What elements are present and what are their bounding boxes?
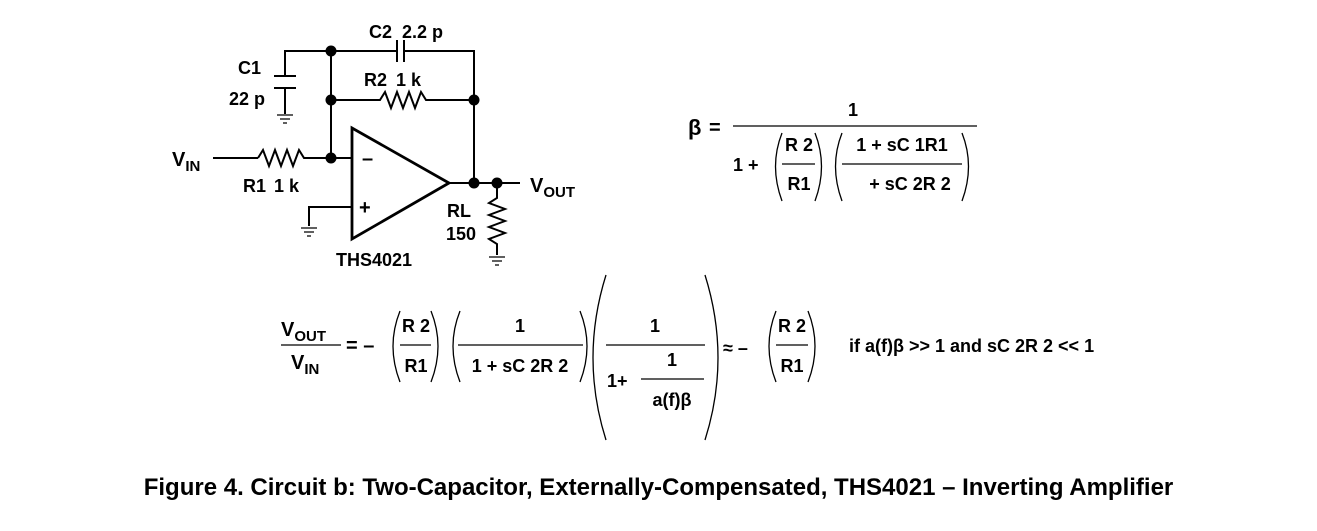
beta-r2: R 2 [785,135,813,155]
gain-equation: VOUT VIN = – R 2 R1 1 1 + sC 2R 2 1 1+ 1… [281,274,1094,441]
paren-right [814,132,823,202]
junction-dot [325,94,337,106]
gain-f3-inner-num: 1 [667,350,677,370]
gain-f2-den: 1 + sC 2R 2 [472,356,569,376]
noninverting-input-sign: + [359,197,371,219]
junction-dot [325,152,337,164]
gain-f3-lead: 1+ [607,371,628,391]
gain-r1-approx: R1 [780,356,803,376]
gain-condition: if a(f)β >> 1 and sC 2R 2 << 1 [849,336,1094,356]
paren-right [807,310,816,383]
paren-right [961,132,970,202]
figure-caption: Figure 4. Circuit b: Two-Capacitor, Exte… [143,474,1174,501]
gain-lhs-den: VIN [291,352,319,378]
beta-equation: β = 1 1 + R 2 R1 1 + sC 1R1 + sC 2R 2 [688,100,977,202]
junction-dot [468,94,480,106]
rl-value: 150 [446,224,476,244]
paren-right [704,274,719,441]
gain-r2-approx: R 2 [778,316,806,336]
beta-numerator: 1 [848,100,858,120]
junction-dot [325,45,337,57]
c2-wire-right [404,50,475,183]
gain-r1: R1 [404,356,427,376]
c1-wire [284,50,331,76]
rl-resistor [486,183,508,255]
gain-equals: = – [346,335,374,357]
paren-left [392,310,401,383]
gain-f2-num: 1 [515,316,525,336]
r2-resistor [331,89,474,111]
beta-one-plus: 1 + [733,155,759,175]
gain-r2: R 2 [402,316,430,336]
gain-f3-num: 1 [650,316,660,336]
beta-r1: R1 [787,174,810,194]
beta-frac-den: + sC 2R 2 [869,174,951,194]
opamp-triangle [350,125,452,242]
paren-left [592,274,607,441]
opamp-label: THS4021 [336,250,412,270]
c1-value: 22 p [229,89,265,109]
ground-icon [489,256,505,266]
paren-left [768,310,777,383]
gain-approx: ≈ – [723,338,748,358]
paren-right [430,310,439,383]
paren-left [452,310,461,383]
gain-f3-inner-den: a(f)β [653,390,692,410]
noninv-wire [308,206,352,226]
inverting-input-sign: – [362,148,373,170]
rl-label: RL [447,201,471,221]
beta-equals: = [709,117,721,139]
vin-label: VIN [172,149,200,175]
junction-dot [491,177,503,189]
junction-dot [468,177,480,189]
beta-frac-num: 1 + sC 1R1 [856,135,948,155]
paren-left [774,132,783,202]
gain-lhs-num: VOUT [281,319,326,345]
ground-icon [301,227,317,237]
ground-icon [277,114,293,124]
c1-label: C1 [238,58,261,78]
paren-left [834,132,843,202]
paren-right [579,310,588,383]
vout-label: VOUT [530,175,575,201]
beta-symbol: β [688,115,701,140]
r1-resistor [257,147,352,169]
